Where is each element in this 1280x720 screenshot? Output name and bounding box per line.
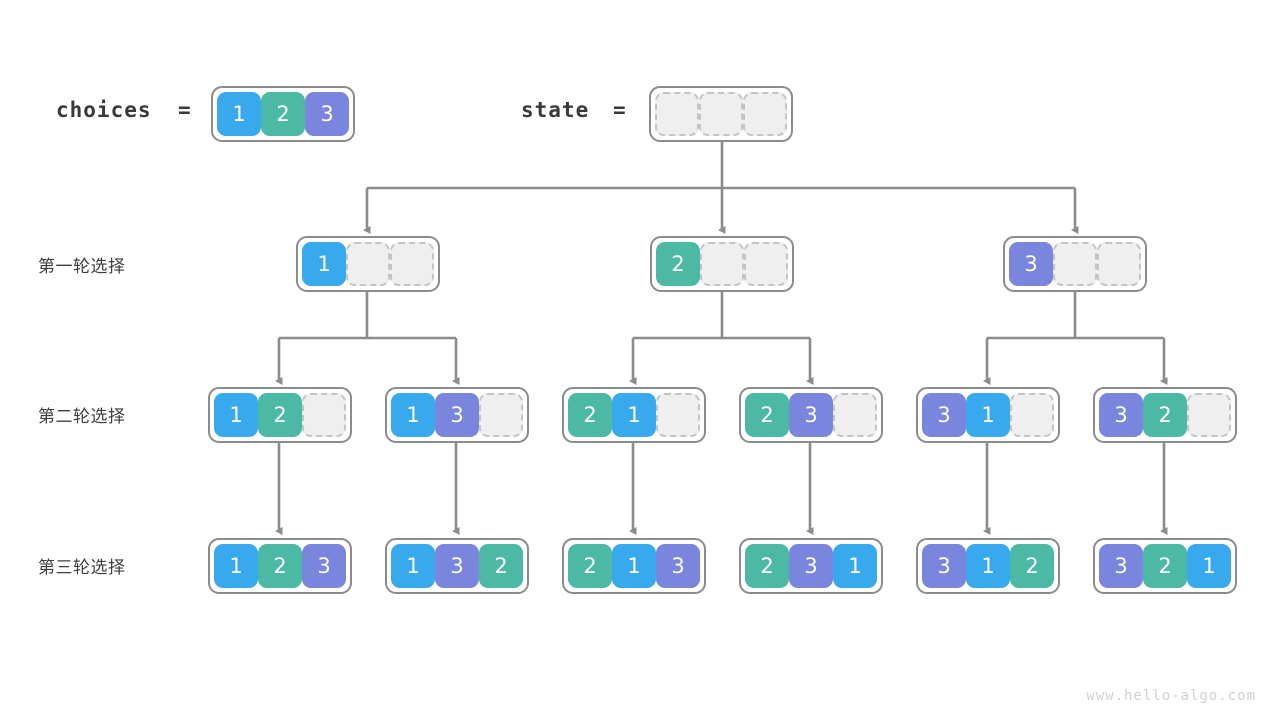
array-cell-value: 3 bbox=[922, 393, 966, 437]
array-cell-empty bbox=[1097, 242, 1141, 286]
array-cell-value: 2 bbox=[258, 544, 302, 588]
array-cell-empty bbox=[699, 92, 743, 136]
array-cell-value: 2 bbox=[568, 393, 612, 437]
array-cell-value: 1 bbox=[833, 544, 877, 588]
array-cell-value: 3 bbox=[656, 544, 700, 588]
array-cell-value: 2 bbox=[1143, 393, 1187, 437]
state-array bbox=[649, 86, 793, 142]
array-cell-empty bbox=[302, 393, 346, 437]
array-cell-empty bbox=[479, 393, 523, 437]
array-cell-value: 3 bbox=[789, 393, 833, 437]
array-cell-value: 3 bbox=[922, 544, 966, 588]
tree-node-level1-0: 1 bbox=[296, 236, 440, 292]
array-cell-value: 2 bbox=[479, 544, 523, 588]
array-cell-value: 1 bbox=[214, 544, 258, 588]
array-cell-value: 1 bbox=[214, 393, 258, 437]
array-cell-value: 3 bbox=[435, 393, 479, 437]
array-cell-value: 1 bbox=[302, 242, 346, 286]
array-cell-value: 3 bbox=[305, 92, 349, 136]
array-cell-value: 1 bbox=[391, 544, 435, 588]
array-cell-value: 2 bbox=[258, 393, 302, 437]
array-cell-value: 1 bbox=[612, 393, 656, 437]
array-cell-value: 3 bbox=[302, 544, 346, 588]
array-cell-value: 2 bbox=[1010, 544, 1054, 588]
tree-node-level1-2: 3 bbox=[1003, 236, 1147, 292]
choices-label: choices bbox=[56, 98, 152, 122]
array-cell-value: 2 bbox=[656, 242, 700, 286]
array-cell-empty bbox=[1187, 393, 1231, 437]
array-cell-value: 3 bbox=[1099, 544, 1143, 588]
row-label-round-3: 第三轮选择 bbox=[38, 558, 126, 578]
array-cell-value: 2 bbox=[745, 393, 789, 437]
array-cell-empty bbox=[833, 393, 877, 437]
array-cell-value: 3 bbox=[1099, 393, 1143, 437]
array-cell-value: 1 bbox=[1187, 544, 1231, 588]
array-cell-value: 1 bbox=[966, 393, 1010, 437]
array-cell-value: 2 bbox=[1143, 544, 1187, 588]
array-cell-value: 1 bbox=[966, 544, 1010, 588]
row-label-round-1: 第一轮选择 bbox=[38, 257, 126, 277]
array-cell-value: 2 bbox=[745, 544, 789, 588]
array-cell-empty bbox=[700, 242, 744, 286]
array-cell-empty bbox=[390, 242, 434, 286]
choices-equals-sign: = bbox=[178, 98, 191, 122]
array-cell-value: 3 bbox=[789, 544, 833, 588]
state-label: state bbox=[521, 98, 590, 122]
array-cell-empty bbox=[744, 242, 788, 286]
tree-node-level1-1: 2 bbox=[650, 236, 794, 292]
array-cell-value: 1 bbox=[217, 92, 261, 136]
array-cell-empty bbox=[656, 393, 700, 437]
array-cell-value: 3 bbox=[435, 544, 479, 588]
array-cell-value: 1 bbox=[612, 544, 656, 588]
array-cell-value: 3 bbox=[1009, 242, 1053, 286]
array-cell-value: 2 bbox=[568, 544, 612, 588]
array-cell-empty bbox=[346, 242, 390, 286]
array-cell-empty bbox=[743, 92, 787, 136]
array-cell-value: 2 bbox=[261, 92, 305, 136]
array-cell-empty bbox=[655, 92, 699, 136]
watermark: www.hello-algo.com bbox=[1086, 688, 1256, 704]
array-cell-empty bbox=[1010, 393, 1054, 437]
array-cell-value: 1 bbox=[391, 393, 435, 437]
row-label-round-2: 第二轮选择 bbox=[38, 407, 126, 427]
state-equals-sign: = bbox=[613, 98, 626, 122]
array-cell-empty bbox=[1053, 242, 1097, 286]
